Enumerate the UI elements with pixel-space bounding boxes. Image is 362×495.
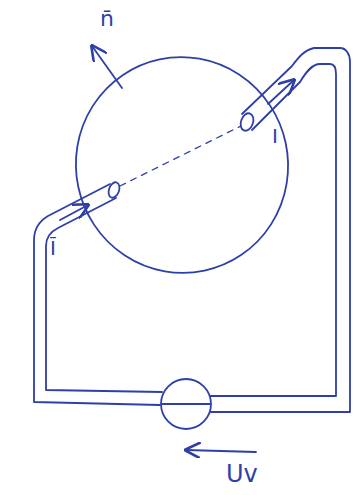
voltage-label: Uv <box>226 462 258 486</box>
right-wire-inner <box>210 64 336 396</box>
left-wire-inner <box>46 198 162 392</box>
normal-vector <box>92 46 122 88</box>
normal-label: n̄ <box>100 8 114 30</box>
conductor-body <box>56 37 308 292</box>
current-label: Ī <box>50 238 56 258</box>
source-line <box>162 403 210 405</box>
current-label: I <box>272 126 278 146</box>
current-arrow-right <box>268 80 294 104</box>
current-arrow-left <box>60 205 88 220</box>
inlet-hole <box>107 181 122 199</box>
voltage-arrow <box>186 450 256 452</box>
right-wire-outer <box>210 48 350 412</box>
left-wire-outer <box>34 184 160 405</box>
voltage-source <box>161 379 211 429</box>
current-path <box>120 126 241 186</box>
